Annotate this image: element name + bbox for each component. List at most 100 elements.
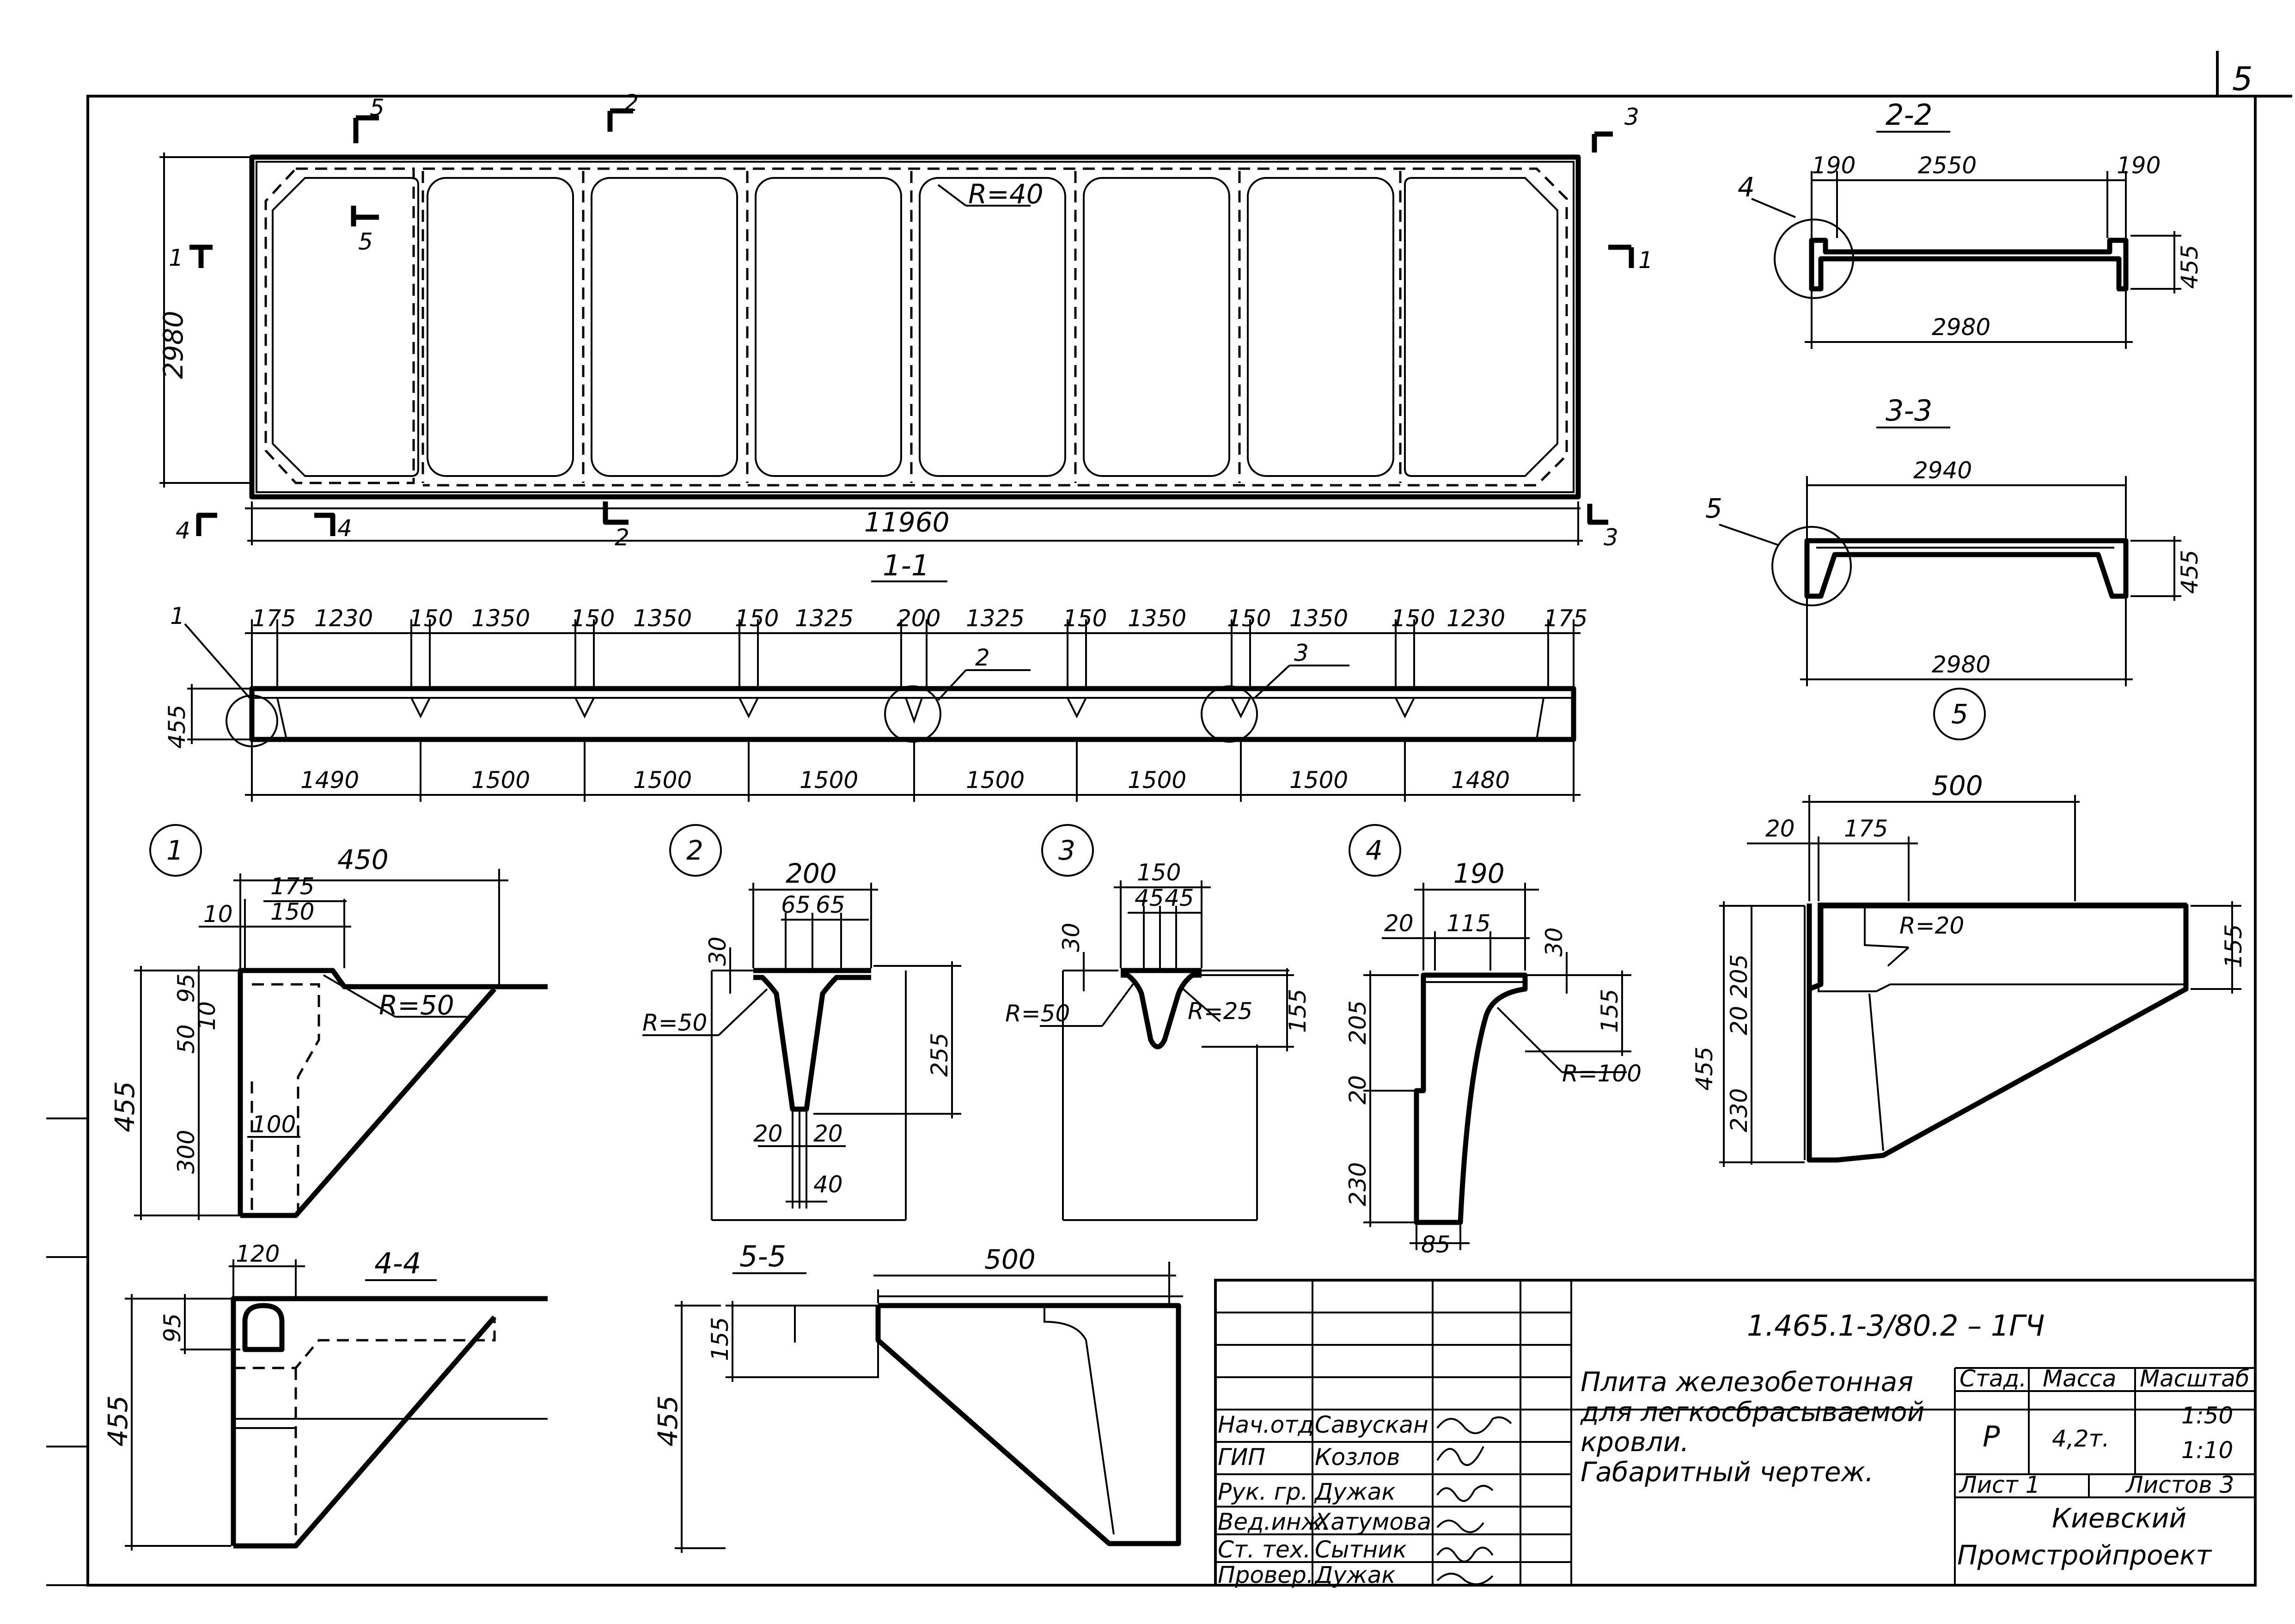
section-1-1: 1-1 1 2 3 bbox=[164, 549, 1587, 802]
svg-text:20: 20 bbox=[813, 1120, 843, 1147]
svg-text:Лист 1: Лист 1 bbox=[1959, 1471, 2040, 1498]
svg-text:205: 205 bbox=[1344, 1001, 1371, 1044]
svg-text:455: 455 bbox=[164, 705, 190, 749]
svg-text:100: 100 bbox=[252, 1111, 296, 1138]
svg-text:2980: 2980 bbox=[1932, 651, 1990, 678]
detail-2: 2 200 65 65 30 255 20 20 40 R=50 bbox=[642, 824, 961, 1221]
svg-text:Провер.: Провер. bbox=[1218, 1562, 1314, 1588]
svg-text:4: 4 bbox=[337, 515, 352, 542]
svg-text:45: 45 bbox=[1135, 885, 1164, 911]
svg-text:Масса: Масса bbox=[2043, 1365, 2116, 1392]
section-2-2: 2-2 190 2550 190 2980 455 4 bbox=[1738, 98, 2203, 349]
sheet-frame: 5 bbox=[46, 51, 2292, 1587]
detail-3: 3 150 45 45 30 155 R=50 R=25 bbox=[1005, 824, 1311, 1221]
svg-text:175: 175 bbox=[1844, 815, 1888, 842]
svg-text:150: 150 bbox=[409, 605, 453, 632]
svg-text:190: 190 bbox=[1812, 152, 1856, 179]
svg-text:2: 2 bbox=[975, 644, 990, 671]
signatures bbox=[1436, 1416, 1512, 1585]
detail-5: 5 455 205 20 230 500 20 175 R=20 155 bbox=[1691, 688, 2247, 1167]
svg-text:Вед.инж.: Вед.инж. bbox=[1218, 1508, 1330, 1535]
svg-text:150: 150 bbox=[1391, 605, 1435, 632]
svg-text:Масштаб: Масштаб bbox=[2140, 1365, 2250, 1392]
svg-text:190: 190 bbox=[2117, 152, 2161, 179]
svg-text:95: 95 bbox=[159, 1313, 186, 1343]
svg-text:Промстройпроект: Промстройпроект bbox=[1957, 1539, 2212, 1571]
svg-text:Киевский: Киевский bbox=[2052, 1502, 2186, 1534]
svg-text:85: 85 bbox=[1421, 1231, 1451, 1258]
svg-text:1500: 1500 bbox=[1289, 767, 1348, 794]
svg-text:3: 3 bbox=[1604, 524, 1618, 551]
svg-text:1:50: 1:50 bbox=[2181, 1402, 2233, 1429]
svg-text:1500: 1500 bbox=[633, 767, 692, 794]
svg-text:20: 20 bbox=[1384, 910, 1414, 937]
svg-text:150: 150 bbox=[571, 605, 615, 632]
svg-text:3: 3 bbox=[1058, 835, 1075, 866]
svg-text:455: 455 bbox=[652, 1395, 684, 1447]
plan-length-dim: 11960 bbox=[864, 507, 950, 538]
svg-text:1350: 1350 bbox=[471, 605, 530, 632]
section-1-1-top-dims: 175 1230 150 1350 150 1350 150 1325 200 … bbox=[252, 605, 1587, 632]
svg-text:5: 5 bbox=[358, 228, 373, 255]
svg-text:1500: 1500 bbox=[966, 767, 1025, 794]
svg-text:Савускан: Савускан bbox=[1315, 1411, 1428, 1438]
svg-text:Стад.: Стад. bbox=[1959, 1365, 2026, 1392]
section-1-1-bottom-dims: 1490 1500 1500 1500 1500 1500 1500 1480 bbox=[300, 767, 1510, 794]
section-1-1-title: 1-1 bbox=[883, 549, 929, 582]
svg-text:30: 30 bbox=[704, 936, 731, 966]
svg-text:190: 190 bbox=[1453, 858, 1505, 889]
svg-text:2550: 2550 bbox=[1918, 152, 1977, 179]
svg-text:1500: 1500 bbox=[1128, 767, 1186, 794]
svg-text:1: 1 bbox=[169, 244, 183, 271]
svg-text:1500: 1500 bbox=[471, 767, 530, 794]
svg-text:Габаритный чертеж.: Габаритный чертеж. bbox=[1581, 1456, 1874, 1488]
svg-text:Дужак: Дужак bbox=[1314, 1562, 1396, 1588]
svg-text:Хатумова: Хатумова bbox=[1313, 1508, 1431, 1535]
svg-text:20: 20 bbox=[1765, 815, 1795, 842]
svg-text:3: 3 bbox=[1624, 104, 1639, 130]
plan-cells bbox=[264, 167, 1568, 487]
section-1-1-ribs bbox=[410, 697, 1415, 724]
svg-text:65: 65 bbox=[781, 891, 811, 918]
svg-text:200: 200 bbox=[786, 858, 837, 889]
svg-text:30: 30 bbox=[1541, 927, 1568, 957]
svg-text:255: 255 bbox=[926, 1033, 953, 1077]
section-1-1-bottom-ticks bbox=[251, 739, 1575, 802]
svg-text:5: 5 bbox=[370, 94, 385, 121]
svg-text:155: 155 bbox=[1284, 989, 1311, 1033]
svg-text:65: 65 bbox=[816, 891, 845, 918]
svg-text:1350: 1350 bbox=[633, 605, 692, 632]
svg-text:4: 4 bbox=[1738, 171, 1755, 203]
svg-text:1350: 1350 bbox=[1289, 605, 1348, 632]
svg-text:150: 150 bbox=[1137, 859, 1181, 886]
svg-text:Ст. тех.: Ст. тех. bbox=[1218, 1536, 1311, 1563]
plan-section-marks: 5 2 3 1 1 5 4 4 2 3 bbox=[169, 90, 1653, 551]
svg-text:40: 40 bbox=[813, 1171, 843, 1198]
svg-text:455: 455 bbox=[2176, 245, 2203, 289]
svg-text:230: 230 bbox=[1344, 1162, 1371, 1206]
svg-text:1500: 1500 bbox=[800, 767, 858, 794]
svg-text:4: 4 bbox=[176, 517, 190, 544]
svg-text:Рук. гр.: Рук. гр. bbox=[1218, 1478, 1308, 1505]
svg-text:4: 4 bbox=[1366, 835, 1383, 866]
svg-text:R=50: R=50 bbox=[1005, 1000, 1070, 1027]
svg-text:20: 20 bbox=[1726, 1006, 1752, 1035]
svg-text:R=20: R=20 bbox=[1899, 912, 1964, 939]
svg-text:20: 20 bbox=[753, 1120, 783, 1147]
svg-text:1: 1 bbox=[170, 603, 185, 629]
plan-view: 11960 2980 R=40 5 2 3 1 1 5 4 4 2 bbox=[158, 90, 1653, 551]
svg-text:455: 455 bbox=[1691, 1047, 1718, 1091]
svg-text:Сытник: Сытник bbox=[1315, 1536, 1407, 1563]
svg-text:R=100: R=100 bbox=[1562, 1060, 1642, 1087]
svg-text:R=50: R=50 bbox=[379, 989, 454, 1021]
svg-text:5-5: 5-5 bbox=[739, 1239, 786, 1273]
svg-text:450: 450 bbox=[337, 844, 389, 875]
svg-text:Козлов: Козлов bbox=[1315, 1444, 1400, 1471]
svg-text:Р: Р bbox=[1983, 1420, 2000, 1453]
svg-text:120: 120 bbox=[236, 1240, 280, 1267]
svg-text:175: 175 bbox=[252, 605, 296, 632]
svg-text:155: 155 bbox=[707, 1317, 733, 1361]
svg-text:150: 150 bbox=[1227, 605, 1271, 632]
svg-text:230: 230 bbox=[1726, 1088, 1752, 1132]
svg-text:R=25: R=25 bbox=[1188, 998, 1252, 1025]
